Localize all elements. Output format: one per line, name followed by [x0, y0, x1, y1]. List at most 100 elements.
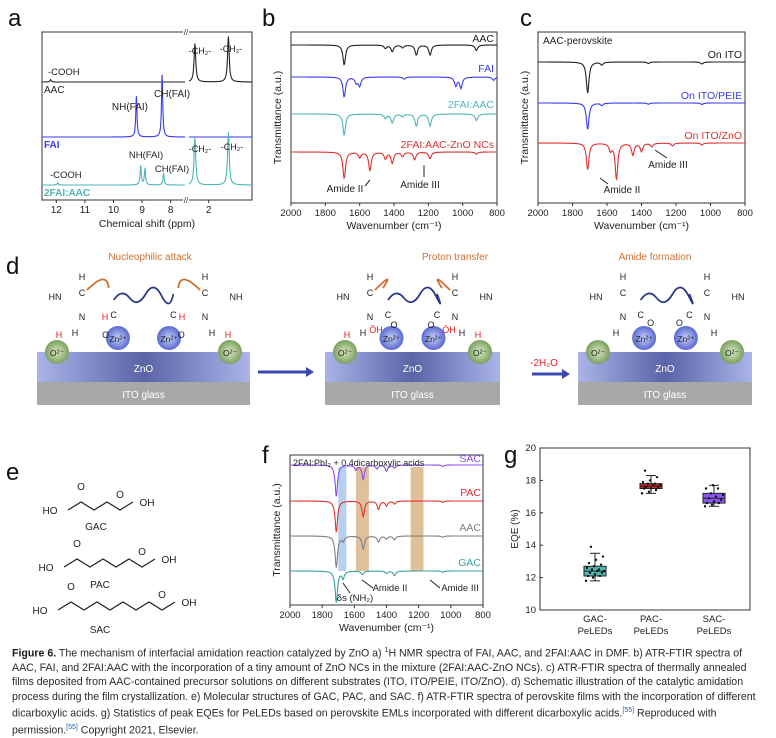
- series-line-AAC: [42, 36, 252, 83]
- x-tick-label: 2000: [279, 610, 300, 621]
- data-point: [710, 503, 714, 506]
- y-tick-label: 12: [525, 573, 536, 584]
- data-point: [714, 495, 718, 498]
- oxide-ion-label: O²⁻: [591, 348, 605, 358]
- data-point: [704, 487, 708, 490]
- x-tick-label: 1400: [631, 208, 652, 219]
- electron-arrow: [436, 278, 451, 291]
- axis-break-mark: //: [184, 28, 189, 37]
- carbon-skeleton: [67, 501, 134, 511]
- highlight-band: [410, 467, 424, 571]
- atom-label: N: [79, 312, 86, 322]
- atom-label: C: [686, 310, 693, 320]
- caption-ref-link[interactable]: [55]: [66, 724, 78, 732]
- y-tick-label: 14: [525, 540, 536, 551]
- x-tick-label: 9: [139, 205, 145, 216]
- x-tick-label: 1400: [383, 208, 404, 219]
- data-point: [584, 579, 588, 583]
- y-axis-label: Transmittance (a.u.): [271, 483, 283, 577]
- x-tick-label: 1800: [562, 208, 583, 219]
- atom-label: H: [452, 272, 459, 282]
- atom-label: O: [158, 590, 166, 601]
- x-category-label: PeLEDs: [697, 626, 732, 637]
- zno-label: ZnO: [403, 364, 423, 375]
- peak-label-ch2: -CH₂-: [221, 142, 244, 152]
- data-point: [653, 482, 657, 485]
- data-point: [598, 574, 602, 578]
- oxide-ion-label: O²⁻: [725, 348, 739, 358]
- oxide-ion: [218, 340, 242, 364]
- atom-label: C: [367, 288, 374, 298]
- alkyl-chain: [639, 286, 694, 305]
- atom-label: OH: [140, 498, 155, 509]
- atom-label: N: [620, 312, 627, 322]
- data-point: [644, 485, 648, 489]
- electron-arrow: [86, 278, 110, 291]
- data-point: [600, 571, 604, 574]
- atom-label: C: [704, 288, 711, 298]
- data-point: [716, 487, 720, 490]
- series-line-FAI: [291, 76, 498, 98]
- data-point: [647, 490, 651, 493]
- atom-label: O: [116, 490, 124, 501]
- carbon-skeleton: [63, 558, 156, 568]
- electron-arrow: [374, 278, 389, 291]
- peak-label-ch2: -CH₂-: [220, 44, 243, 54]
- series-line-FAI: [42, 74, 252, 138]
- x-tick-label: 800: [475, 610, 491, 621]
- annotation-arrow: [361, 579, 374, 589]
- atom-label: N: [202, 312, 209, 322]
- data-point: [655, 475, 659, 479]
- data-point: [591, 576, 595, 579]
- proton-label: H: [102, 312, 109, 322]
- box-GAC-PeLEDs: [583, 545, 607, 583]
- series-label: AAC: [472, 33, 494, 45]
- atom-label: O: [390, 320, 397, 330]
- alkyl-chain: [387, 286, 442, 305]
- data-point: [641, 480, 645, 484]
- atom-label: H: [202, 272, 209, 282]
- caption-sup: 1: [384, 647, 389, 654]
- oxide-ion: [333, 340, 357, 364]
- step-title: Proton transfer: [422, 252, 489, 263]
- atom-label: C: [434, 310, 441, 320]
- caption-text: H NMR spectra of FAI, AAC, and 2FAI:AAC …: [12, 647, 756, 720]
- series-line-AAC: [290, 535, 483, 568]
- zn-ion-label: Zn²⁺: [160, 334, 178, 344]
- atom-label: H: [360, 328, 367, 338]
- atom-label: HN: [337, 292, 350, 302]
- atom-label: HO: [33, 606, 48, 617]
- axis-break: [183, 29, 189, 203]
- peak-label-ch2: -CH₂-: [189, 46, 212, 56]
- proton-label: H: [179, 312, 186, 322]
- x-tick-label: 1600: [349, 208, 370, 219]
- ito-glass-layer: [325, 382, 500, 405]
- y-axis-label: Transmittance (a.u.): [519, 71, 531, 165]
- annotation-amide-iii: Amide III: [648, 160, 687, 171]
- zn-ion-label: Zn²⁺: [383, 334, 401, 344]
- x-tick-label: 8: [168, 205, 174, 216]
- atom-label: O: [67, 582, 75, 593]
- x-tick-label: 1800: [315, 208, 336, 219]
- atom-label: O: [138, 547, 146, 558]
- data-point: [705, 501, 709, 505]
- data-point: [643, 469, 647, 472]
- series-label: 2FAI:AAC: [44, 188, 90, 199]
- series-line-GAC: [290, 570, 483, 603]
- atom-label: HN: [49, 292, 62, 302]
- series-line-SAC: [290, 464, 483, 497]
- series-label: On ITO: [708, 49, 742, 61]
- panel-label-c: c: [520, 5, 532, 32]
- x-axis-label: Wavenumber (cm⁻¹): [594, 220, 689, 232]
- x-category-label: GAC-: [583, 614, 607, 625]
- panel-label-b: b: [262, 5, 275, 32]
- step-title: Amide formation: [619, 252, 692, 263]
- caption-ref-link[interactable]: [55]: [622, 707, 635, 715]
- atom-label: N: [704, 312, 711, 322]
- step-arrow-head: [306, 367, 314, 377]
- caption-text: Copyright 2021, Elsevier.: [77, 724, 199, 737]
- atom-label: O: [676, 318, 683, 328]
